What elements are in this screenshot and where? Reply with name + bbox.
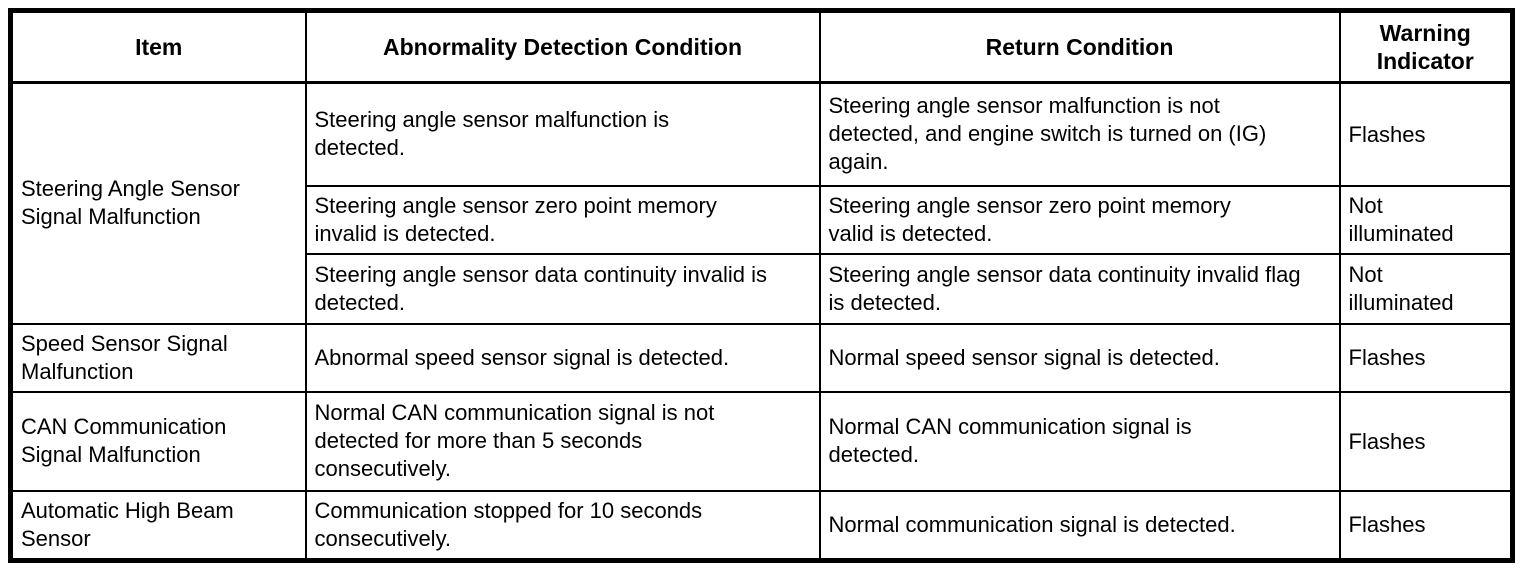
warning-cell: Not illuminated xyxy=(1338,184,1514,255)
table-row: Steering Angle Sensor Signal Malfunction… xyxy=(9,81,1514,325)
table-row: Steering angle sensor zero point memory … xyxy=(11,184,1514,255)
return-text: Steering angle sensor data continuity in… xyxy=(828,261,1301,315)
warning-cell: Flashes xyxy=(1338,390,1514,492)
return-cell: Normal speed sensor signal is detected. xyxy=(818,322,1341,393)
table-row: Steering angle sensor data continuity in… xyxy=(11,252,1514,325)
item-cell-speed-sensor: Speed Sensor Signal Malfunction xyxy=(9,322,307,393)
return-cell: Steering angle sensor malfunction is not… xyxy=(818,81,1341,187)
abnormality-text: Steering angle sensor zero point memory … xyxy=(314,192,717,246)
item-cell-steering-angle-sensor: Steering Angle Sensor Signal Malfunction xyxy=(9,81,307,325)
abnormality-text: Steering angle sensor data continuity in… xyxy=(314,261,768,315)
warning-text: Not illuminated xyxy=(1348,192,1454,246)
header-abnormality-condition: Abnormality Detection Condition xyxy=(304,9,821,85)
warning-text: Flashes xyxy=(1348,512,1426,538)
item-text: CAN Communication Signal Malfunction xyxy=(21,414,227,468)
abnormality-cell: Abnormal speed sensor signal is detected… xyxy=(304,322,821,393)
return-text: Normal speed sensor signal is detected. xyxy=(828,345,1220,371)
warning-cell: Flashes xyxy=(1338,322,1514,393)
return-text: Normal communication signal is detected. xyxy=(828,512,1236,538)
return-cell: Steering angle sensor zero point memory … xyxy=(818,184,1341,255)
header-return-condition: Return Condition xyxy=(818,9,1341,85)
abnormality-cell: Communication stopped for 10 seconds con… xyxy=(304,489,821,562)
return-text: Normal CAN communication signal is detec… xyxy=(828,414,1192,468)
item-text: Steering Angle Sensor Signal Malfunction xyxy=(21,176,240,230)
header-row: Item Abnormality Detection Condition Ret… xyxy=(9,9,1514,85)
abnormality-text: Abnormal speed sensor signal is detected… xyxy=(314,345,730,371)
abnormality-cell: Steering angle sensor malfunction is det… xyxy=(304,81,821,187)
warning-text: Flashes xyxy=(1348,121,1426,147)
header-item: Item xyxy=(9,9,307,85)
item-text: Speed Sensor Signal Malfunction xyxy=(21,330,228,384)
warning-text: Flashes xyxy=(1348,345,1426,371)
return-cell: Normal CAN communication signal is detec… xyxy=(818,390,1341,492)
return-cell: Steering angle sensor data continuity in… xyxy=(818,252,1341,325)
warning-text: Not illuminated xyxy=(1348,261,1454,315)
item-cell-automatic-high-beam: Automatic High Beam Sensor xyxy=(9,489,307,562)
abnormality-text: Steering angle sensor malfunction is det… xyxy=(314,107,670,161)
header-warning-indicator: Warning Indicator xyxy=(1338,9,1514,85)
table-row: CAN Communication Signal Malfunction Nor… xyxy=(9,390,1514,492)
warning-cell: Not illuminated xyxy=(1338,252,1514,325)
table-row: Speed Sensor Signal Malfunction Abnormal… xyxy=(9,322,1514,393)
table-row: Automatic High Beam Sensor Communication… xyxy=(9,489,1514,562)
abnormality-cell: Steering angle sensor data continuity in… xyxy=(304,252,821,325)
return-text: Steering angle sensor malfunction is not… xyxy=(828,93,1267,175)
diagnostic-conditions-table: Item Abnormality Detection Condition Ret… xyxy=(8,8,1515,564)
warning-text: Flashes xyxy=(1348,428,1426,454)
return-cell: Normal communication signal is detected. xyxy=(818,489,1341,562)
warning-cell: Flashes xyxy=(1338,489,1514,562)
item-cell-can-communication: CAN Communication Signal Malfunction xyxy=(9,390,307,492)
item-text: Automatic High Beam Sensor xyxy=(21,497,234,551)
abnormality-cell: Normal CAN communication signal is not d… xyxy=(304,390,821,492)
abnormality-text: Communication stopped for 10 seconds con… xyxy=(314,497,703,551)
abnormality-text: Normal CAN communication signal is not d… xyxy=(314,400,715,482)
return-text: Steering angle sensor zero point memory … xyxy=(828,192,1231,246)
abnormality-cell: Steering angle sensor zero point memory … xyxy=(304,184,821,255)
warning-cell: Flashes xyxy=(1338,81,1514,187)
